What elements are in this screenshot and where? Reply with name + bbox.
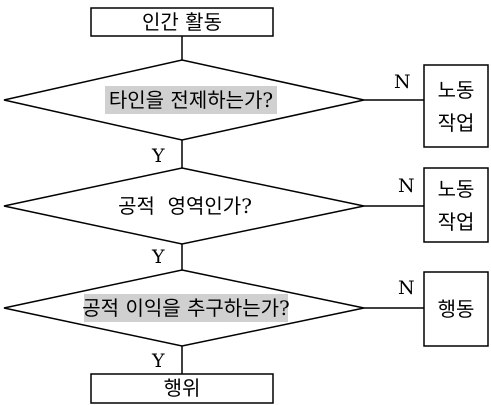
end-box bbox=[90, 373, 274, 404]
result-box-2-line1: 노동 bbox=[438, 177, 475, 201]
decision-3-question: 공적 이익을 추구하는가? bbox=[82, 296, 289, 320]
start-box-label: 인간 활동 bbox=[142, 10, 222, 34]
result-box-3 bbox=[423, 271, 489, 347]
decision-3-highlight bbox=[84, 294, 288, 322]
decision-3-yes-label: Y bbox=[151, 350, 165, 372]
result-box-1-line1: 노동 bbox=[438, 78, 475, 102]
start-box bbox=[90, 7, 274, 37]
decision-1-no-label: N bbox=[394, 71, 411, 93]
decision-2-yes-label: Y bbox=[151, 246, 165, 268]
decision-2-question: 공적 영역인가? bbox=[118, 194, 252, 218]
end-box-label: 행위 bbox=[164, 376, 201, 400]
result-box-2-line2: 작업 bbox=[438, 210, 475, 234]
decision-3-no-label: N bbox=[398, 277, 415, 299]
result-box-1 bbox=[423, 64, 489, 148]
result-box-3-label: 행동 bbox=[438, 297, 475, 321]
decision-1-yes-label: Y bbox=[151, 145, 165, 167]
result-box-2 bbox=[423, 167, 489, 243]
decision-1-highlight bbox=[105, 86, 277, 114]
result-box-1-line2: 작업 bbox=[438, 111, 475, 135]
decision-2-no-label: N bbox=[398, 175, 415, 197]
decision-1-question: 타인을 전제하는가? bbox=[109, 88, 273, 112]
